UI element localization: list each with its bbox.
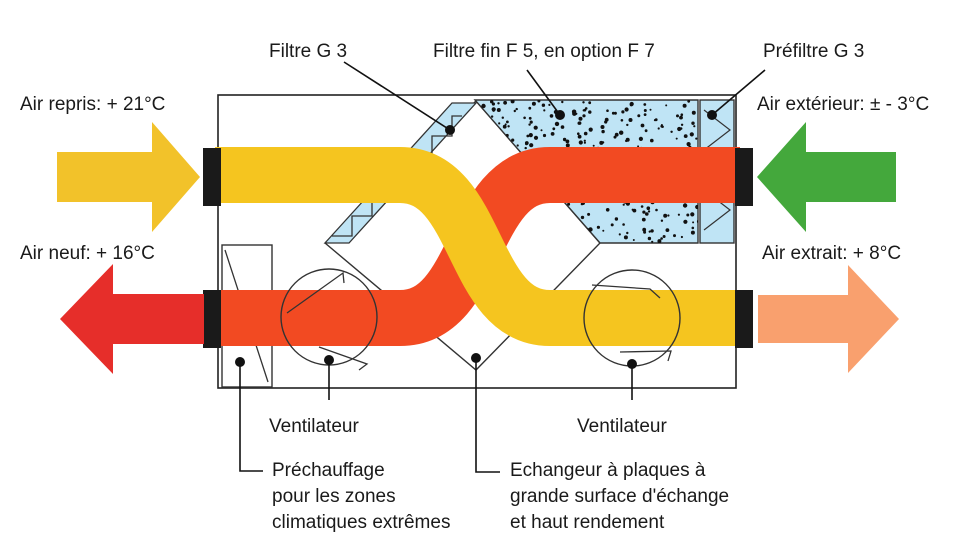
exchanger-marker [471, 353, 481, 363]
prefilter-marker [707, 110, 717, 120]
fine-filter-label: Filtre fin F 5, en option F 7 [433, 41, 655, 62]
fan-right-marker [627, 359, 637, 369]
return-air-label: Air repris: + 21°C [20, 94, 165, 115]
fan-left-marker [324, 355, 334, 365]
fan-left-label: Ventilateur [269, 416, 359, 437]
preheat-label-line2: pour les zones [272, 486, 396, 507]
exchanger-label-line3: et haut rendement [510, 512, 665, 533]
preheat-label-line1: Préchauffage [272, 460, 385, 481]
prefilter-label: Préfiltre G 3 [763, 41, 864, 62]
exhaust-air-arrow [758, 265, 899, 373]
return-air-arrow [57, 122, 200, 232]
preheat-label-line3: climatiques extrêmes [272, 512, 450, 533]
exhaust-air-label: Air extrait: + 8°C [762, 243, 901, 264]
outdoor-air-label: Air extérieur: ± - 3°C [757, 94, 929, 115]
fresh-air-label: Air neuf: + 16°C [20, 243, 155, 264]
duct-connector [735, 148, 753, 206]
cool-air-stream [215, 147, 740, 346]
exchanger-label-line2: grande surface d'échange [510, 486, 729, 507]
filter-g3-label: Filtre G 3 [269, 41, 347, 62]
fine-filter-marker [555, 110, 565, 120]
fan-right-label: Ventilateur [577, 416, 667, 437]
duct-connector [203, 148, 221, 206]
outdoor-air-arrow [757, 122, 896, 232]
preheater-marker [235, 357, 245, 367]
fresh-air-arrow [60, 264, 204, 374]
exchanger-label-line1: Echangeur à plaques à [510, 460, 706, 481]
filter-g3-marker [445, 125, 455, 135]
duct-connector [203, 290, 221, 348]
duct-connector [735, 290, 753, 348]
